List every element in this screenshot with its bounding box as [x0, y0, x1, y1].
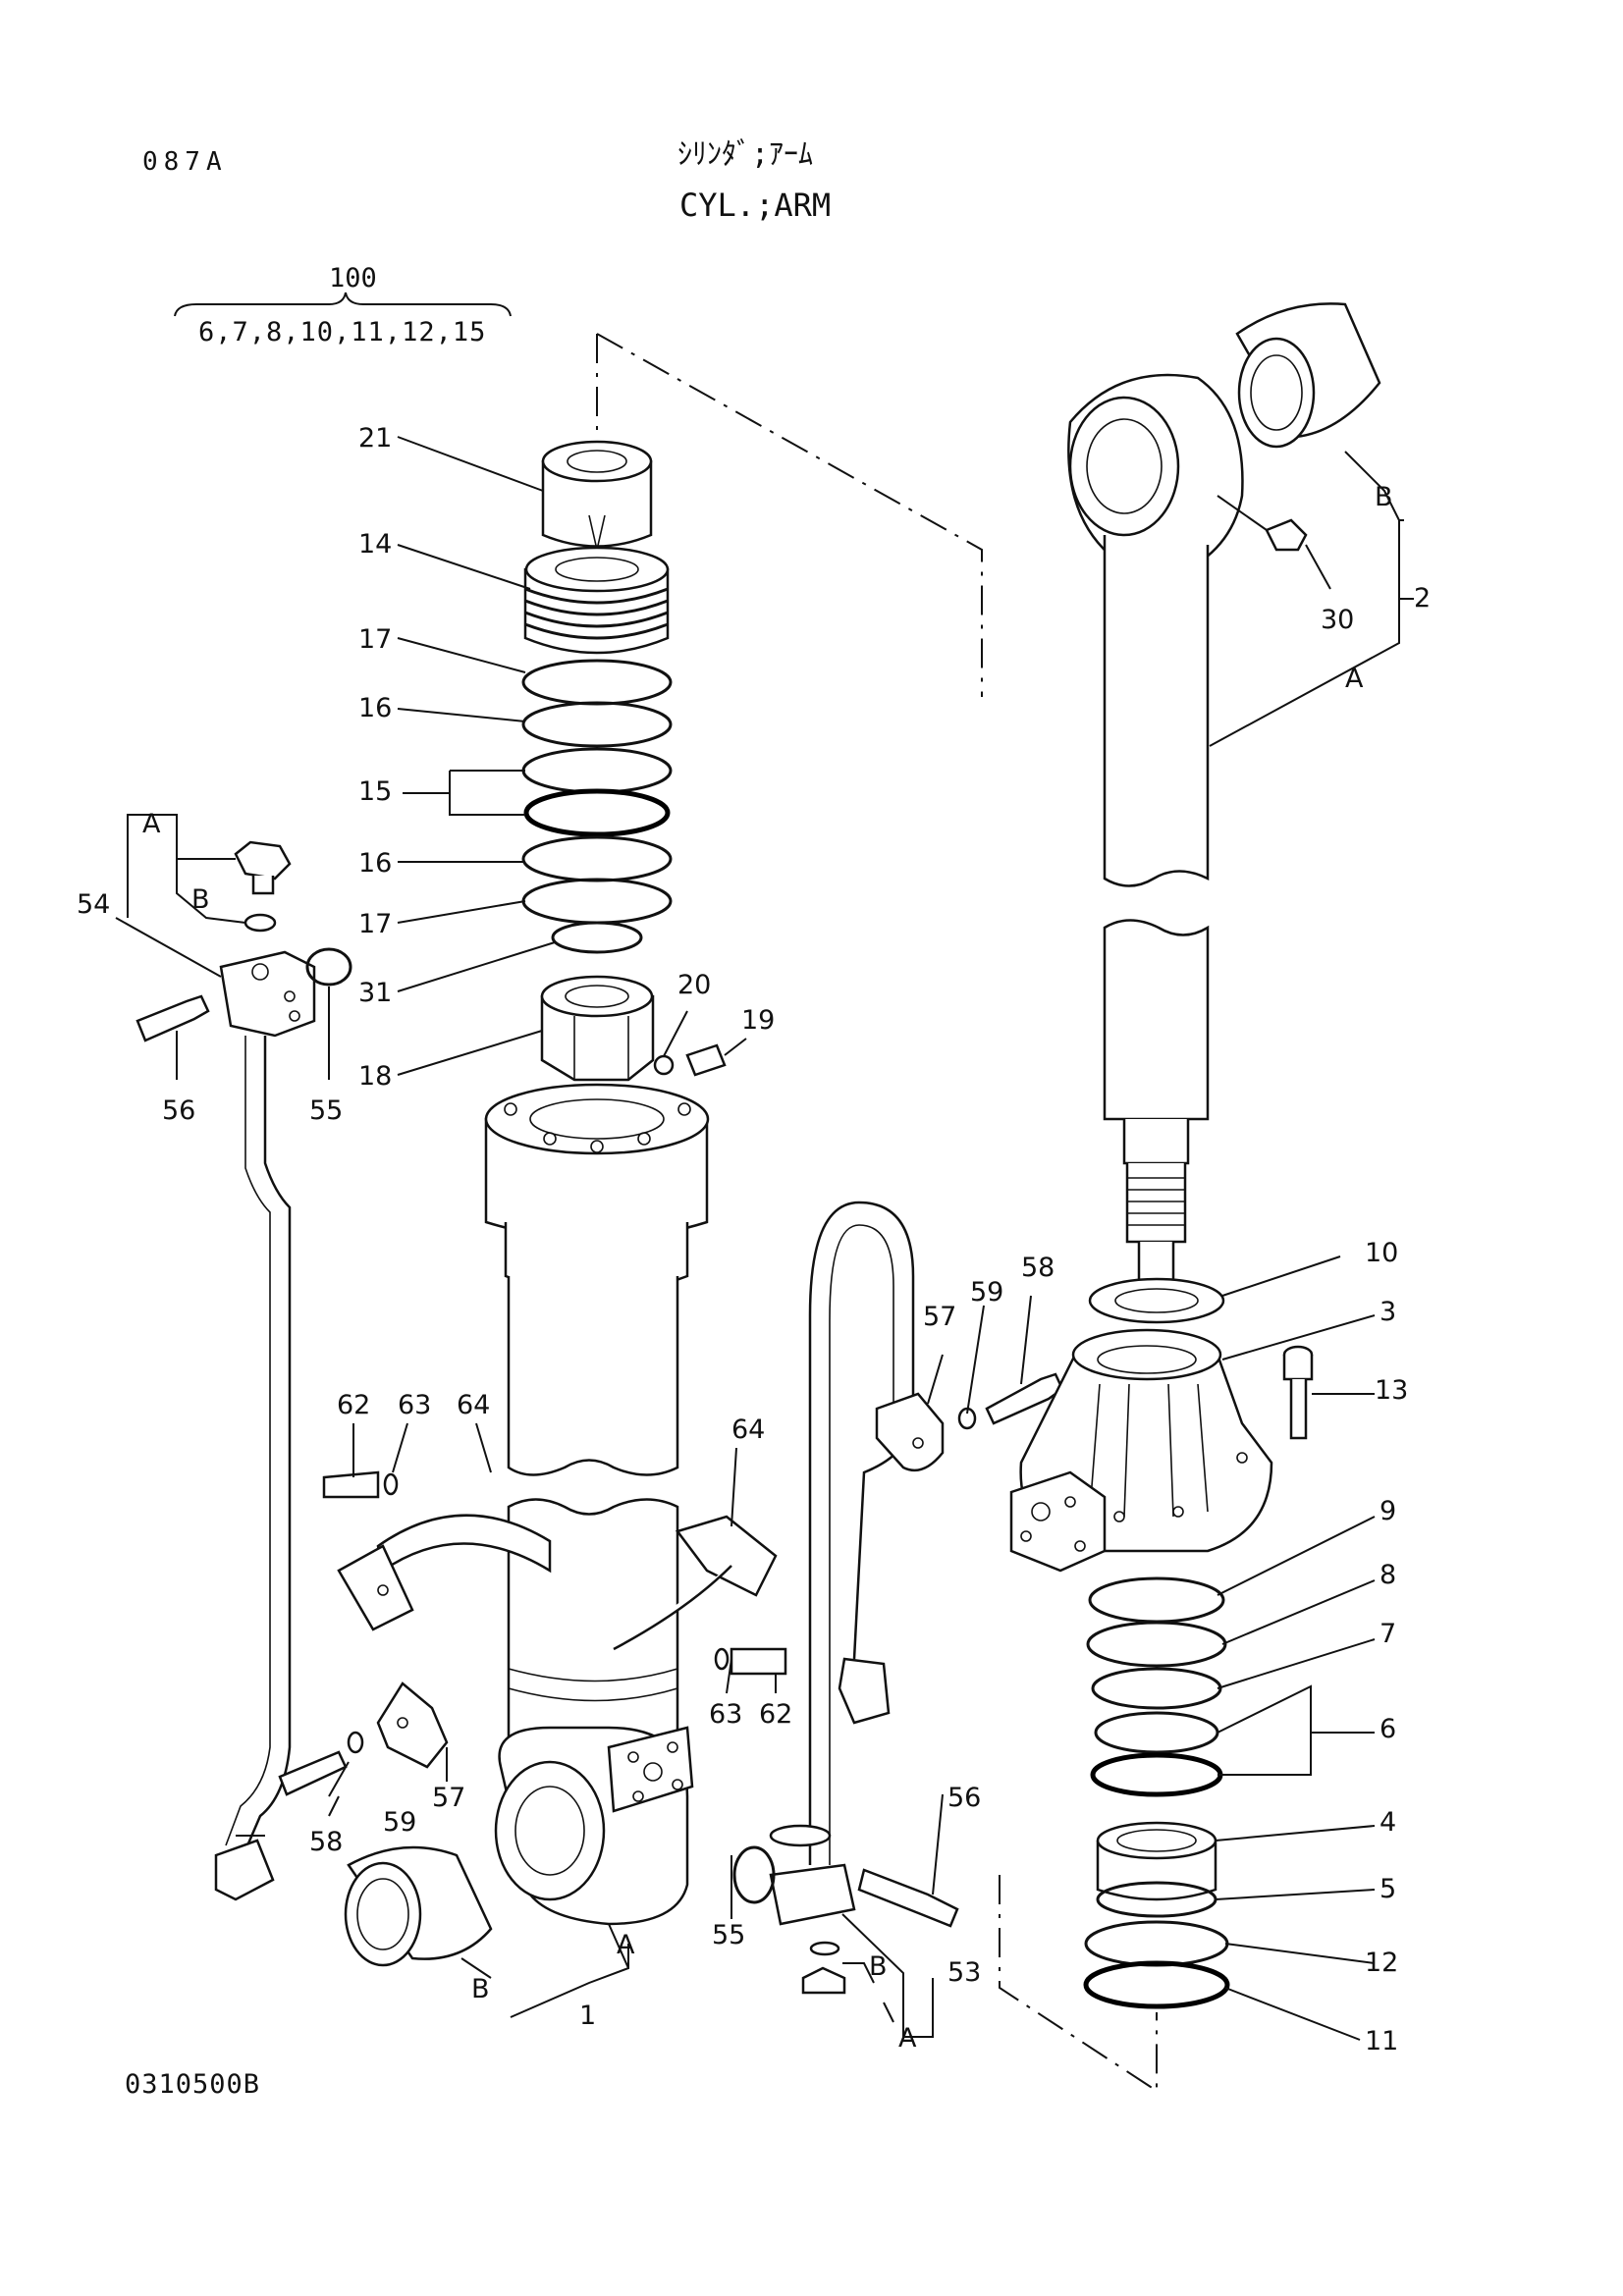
callout-1: 1	[579, 2001, 596, 2031]
callout-56-right: 56	[947, 1783, 981, 1813]
callout-5: 5	[1380, 1874, 1396, 1904]
callout-B-center: B	[471, 1974, 490, 2004]
callout-16-upper: 16	[358, 693, 392, 723]
kit-items: 6,7,8,10,11,12,15	[198, 317, 487, 347]
callout-53: 53	[947, 1957, 981, 1988]
callout-7: 7	[1380, 1619, 1396, 1649]
grease-fitting-part-30	[1265, 518, 1308, 552]
clamp-block-part-57-right	[875, 1392, 945, 1472]
exploded-axis-center	[596, 333, 983, 697]
callout-62-right: 62	[759, 1699, 792, 1730]
bolt-part-56-left	[135, 994, 210, 1042]
kit-number: 100	[329, 263, 377, 294]
cylinder-head-part-3	[1009, 1328, 1273, 1573]
clamp-block-part-57-left	[376, 1682, 449, 1769]
callout-6: 6	[1380, 1714, 1396, 1744]
o-ring-part-55-right	[732, 1845, 776, 1904]
callout-10: 10	[1365, 1238, 1398, 1268]
piston-rod-part-2	[1067, 373, 1244, 887]
callout-55-right: 55	[712, 1920, 745, 1950]
nut-part-18	[540, 975, 655, 1082]
callout-54: 54	[77, 889, 110, 920]
pipe-part-54	[214, 950, 316, 1901]
callout-15: 15	[358, 776, 392, 807]
callout-21: 21	[358, 423, 392, 454]
pipe-part-53	[769, 1201, 915, 1995]
callout-30: 30	[1321, 605, 1354, 635]
callout-A-pipe: A	[898, 2023, 917, 2054]
callout-58-right: 58	[1021, 1253, 1055, 1283]
callout-A-rod: A	[1345, 664, 1364, 694]
cylinder-tube-part-1	[484, 1083, 710, 1926]
callout-4: 4	[1380, 1807, 1396, 1838]
title-japanese: ｼﾘﾝﾀﾞ;ｱｰﾑ	[677, 137, 814, 172]
callout-A-center: A	[617, 1930, 635, 1960]
o-ring-part-55-left	[305, 947, 352, 987]
callout-64-right: 64	[731, 1415, 765, 1445]
kit-brace	[174, 292, 512, 317]
callout-17-lower: 17	[358, 909, 392, 939]
washer-part-63-left	[383, 1472, 399, 1496]
callout-8: 8	[1380, 1560, 1396, 1590]
callout-64-left: 64	[457, 1390, 490, 1420]
callout-labels: 21 14 17 16 15 16 17 31 18 20 19 54 56 5…	[77, 423, 1431, 2056]
callout-59-right: 59	[970, 1277, 1003, 1308]
seal-stack-rod	[1086, 1576, 1227, 1797]
piston-part-14	[523, 546, 670, 655]
set-screw-part-19	[685, 1043, 727, 1077]
callout-63-right: 63	[709, 1699, 742, 1730]
callout-18: 18	[358, 1061, 392, 1092]
clamp-band-part-64-right	[613, 1515, 778, 1651]
bolt-part-62-left	[322, 1470, 380, 1499]
callout-56-left: 56	[162, 1095, 195, 1126]
callout-31: 31	[358, 978, 392, 1008]
piston-rod-lower	[1103, 919, 1210, 1295]
callout-63-left: 63	[398, 1390, 431, 1420]
callout-2: 2	[1414, 583, 1431, 614]
leader-lines	[115, 436, 1414, 2041]
callout-55-left: 55	[309, 1095, 343, 1126]
callout-11: 11	[1365, 2026, 1398, 2056]
callout-A-left: A	[142, 809, 161, 839]
o-ring-part-11	[1083, 1960, 1230, 2009]
callout-B-rod: B	[1375, 482, 1393, 512]
ball-part-20	[653, 1054, 675, 1076]
callout-58-left: 58	[309, 1827, 343, 1857]
callout-17-upper: 17	[358, 624, 392, 655]
drawing-number: 0310500B	[125, 2069, 261, 2100]
plug-part-54-A	[234, 840, 292, 895]
callout-3: 3	[1380, 1297, 1396, 1327]
washer-part-59-left	[347, 1731, 364, 1754]
callout-12: 12	[1365, 1948, 1398, 1978]
bushing-part-2-B	[1235, 302, 1381, 449]
washer-part-63-right	[714, 1647, 730, 1671]
callout-14: 14	[358, 529, 392, 560]
callout-62-left: 62	[337, 1390, 370, 1420]
bolt-part-62-right	[730, 1647, 787, 1676]
callout-16-lower: 16	[358, 848, 392, 879]
callout-57-left: 57	[432, 1783, 465, 1813]
piston-nut-part-21	[541, 440, 653, 551]
title-english: CYL.;ARM	[679, 187, 832, 224]
callout-57-right: 57	[923, 1302, 956, 1332]
bushing-tube-end	[344, 1845, 493, 1967]
callout-13: 13	[1375, 1375, 1408, 1406]
callout-9: 9	[1380, 1496, 1396, 1526]
o-ring-part-54-B	[243, 913, 277, 933]
bolt-part-56-right	[857, 1868, 959, 1928]
bolt-part-58-left	[278, 1750, 348, 1796]
callout-B-left: B	[191, 884, 210, 915]
page-code: 087A	[142, 147, 228, 177]
piston-ring-stack	[521, 659, 673, 954]
socket-bolt-part-13	[1282, 1345, 1314, 1440]
backup-ring-part-12	[1084, 1920, 1229, 1967]
clamp-band-part-64-left	[337, 1514, 552, 1631]
exploded-axis-right	[999, 1875, 1158, 2093]
seal-part-10	[1088, 1277, 1225, 1324]
callout-59-left: 59	[383, 1807, 416, 1838]
callout-19: 19	[741, 1005, 775, 1036]
callout-B-pipe: B	[869, 1951, 888, 1982]
callout-20: 20	[677, 970, 711, 1000]
